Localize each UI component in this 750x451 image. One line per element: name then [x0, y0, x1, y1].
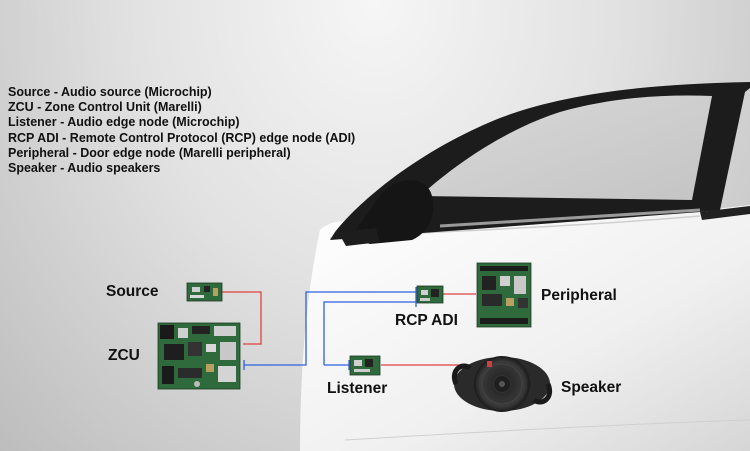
window-glass	[420, 95, 712, 200]
door-panel	[300, 205, 750, 451]
legend-item: Listener - Audio edge node (Microchip)	[8, 115, 240, 130]
source-zcu-power-line	[222, 291, 262, 345]
legend-item: Peripheral - Door edge node (Marelli per…	[8, 145, 291, 160]
rcp-adi-label: RCP ADI	[395, 312, 458, 329]
source-label: Source	[106, 283, 159, 300]
peripheral-board	[476, 262, 532, 328]
zcu-listener-data-line	[323, 301, 416, 365]
zcu-board	[157, 322, 241, 390]
speaker	[452, 356, 552, 412]
legend-item: Speaker - Audio speakers	[8, 161, 161, 176]
legend-item: RCP ADI - Remote Control Protocol (RCP) …	[8, 130, 356, 145]
rcp-adi-board	[416, 285, 444, 304]
side-mirror	[355, 180, 434, 244]
legend-item: Source - Audio source (Microchip)	[8, 85, 212, 99]
zcu-label: ZCU	[108, 347, 140, 364]
listener-board	[349, 355, 381, 376]
speaker-label: Speaker	[561, 379, 622, 396]
source-board	[186, 282, 223, 302]
zcu-rcp-data-line	[244, 291, 416, 366]
legend-item: ZCU - Zone Control Unit (Marelli)	[8, 100, 202, 115]
peripheral-label: Peripheral	[541, 287, 617, 304]
component-legend: Source - Audio source (Microchip) ZCU - …	[8, 85, 355, 176]
listener-label: Listener	[327, 380, 388, 397]
